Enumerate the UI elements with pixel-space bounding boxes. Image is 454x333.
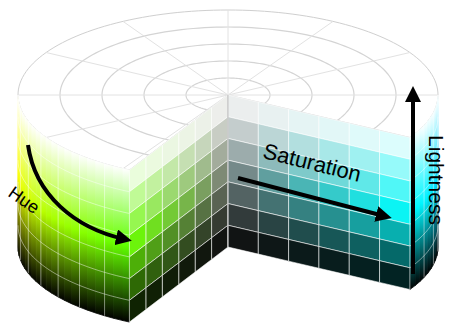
wall-grid xyxy=(79,155,80,307)
face-cell xyxy=(129,288,145,322)
wall-grid xyxy=(18,204,129,279)
top-spoke xyxy=(228,21,333,95)
top-spoke xyxy=(123,21,228,95)
top-spoke xyxy=(228,53,410,96)
face-cell xyxy=(319,247,349,276)
face-cell xyxy=(289,239,319,268)
top-spoke xyxy=(228,10,229,95)
hue-arrow xyxy=(28,145,124,239)
face-cell xyxy=(212,225,228,259)
wall-grid xyxy=(424,125,425,277)
wall-grid xyxy=(40,134,41,286)
top-spoke xyxy=(228,95,438,96)
face-cell xyxy=(349,254,379,283)
face-cell xyxy=(195,238,211,272)
saturation-arrow xyxy=(238,178,384,216)
wall-grid xyxy=(58,145,59,297)
face-cell xyxy=(380,261,410,290)
axis-edge xyxy=(228,95,229,247)
face-cell xyxy=(228,225,258,254)
top-spoke xyxy=(18,95,228,96)
cylinder-body xyxy=(18,10,438,322)
wall-grid xyxy=(20,108,21,260)
face-cell xyxy=(162,263,178,297)
lightness-arrow xyxy=(411,94,415,274)
axis-label: Lightness xyxy=(426,135,447,225)
axis-edge xyxy=(228,95,229,247)
top-spoke xyxy=(46,53,228,96)
face-cell xyxy=(146,275,162,309)
wall-grid xyxy=(18,117,129,192)
face-cell xyxy=(179,250,195,284)
wall-grid xyxy=(104,164,105,316)
face-cell xyxy=(258,232,288,261)
